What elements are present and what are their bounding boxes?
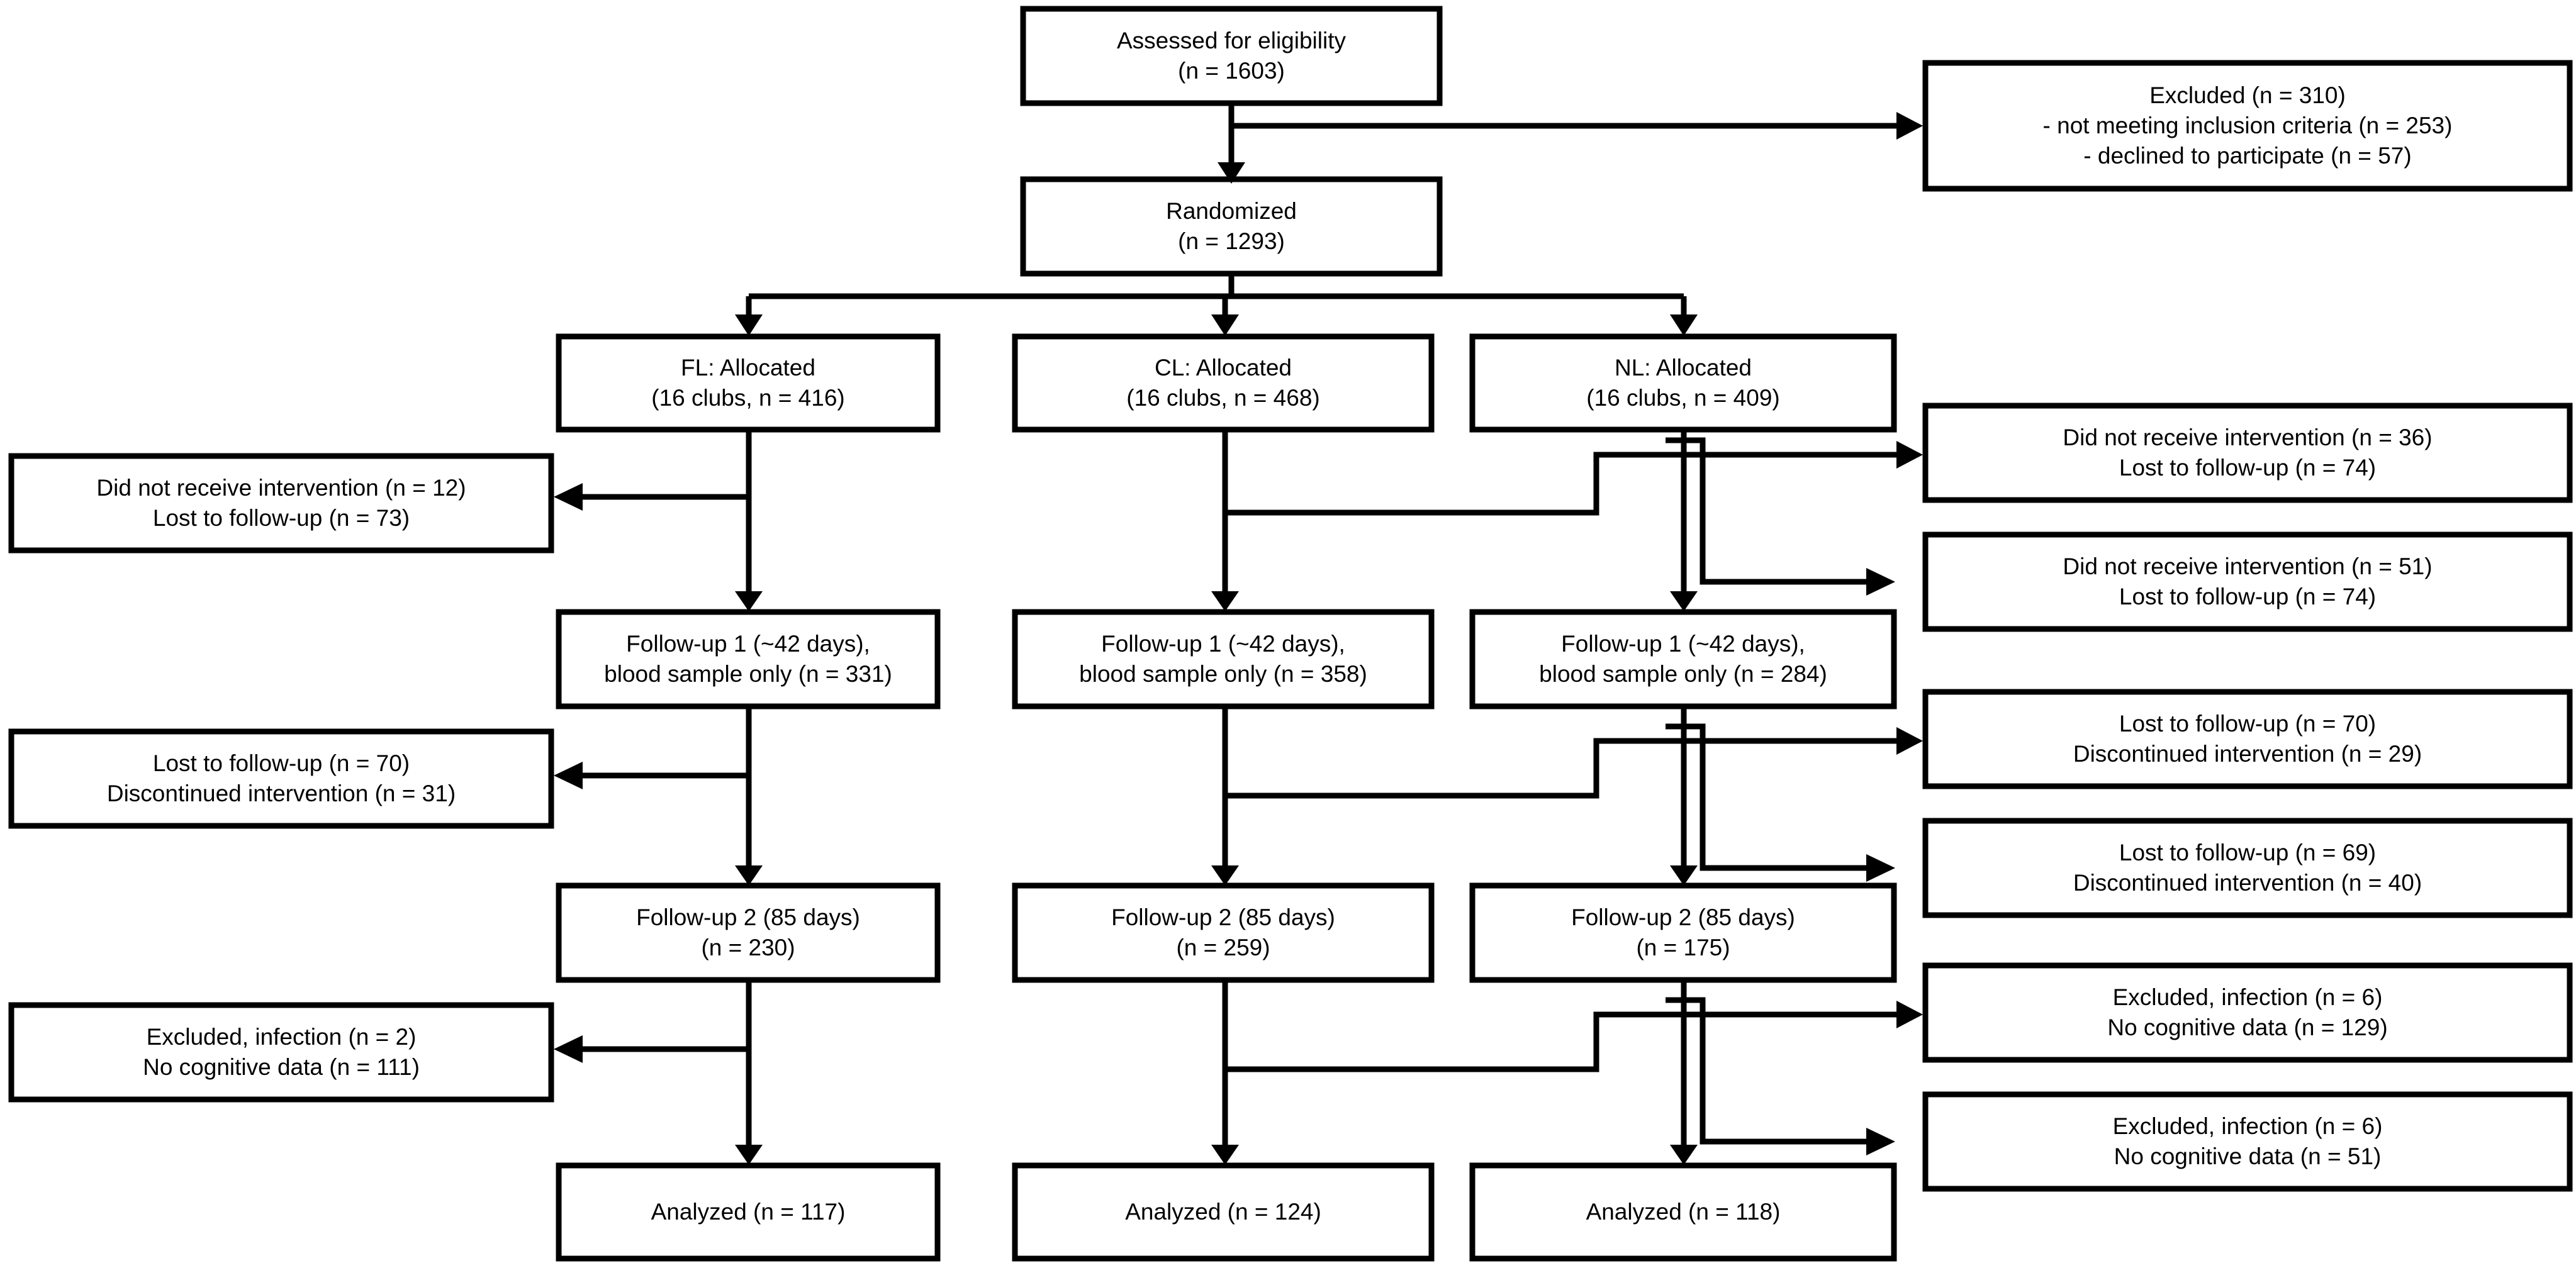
box-fu1-cl bbox=[1012, 609, 1435, 709]
arrowhead-analyzed-nl bbox=[1670, 1145, 1698, 1165]
arrowhead-drop1-nl bbox=[1866, 568, 1895, 596]
arrowhead-drop2-cl bbox=[1896, 727, 1923, 755]
box-drop2-nl bbox=[1922, 818, 2573, 918]
connector-nl-to-drop1-nl bbox=[1684, 437, 1867, 585]
box-drop2-cl bbox=[1922, 689, 2573, 789]
box-drop3-fl bbox=[8, 1002, 554, 1103]
arrowhead-analyzed-cl bbox=[1211, 1145, 1239, 1165]
arrowhead-drop3-nl bbox=[1866, 1128, 1895, 1155]
connector-fu1-cl-to-drop2-cl bbox=[1225, 738, 1897, 799]
box-drop1-nl bbox=[1922, 531, 2573, 632]
arrowhead-assessed-to-randomized bbox=[1218, 162, 1245, 184]
arrowhead-fu2-cl bbox=[1211, 865, 1239, 886]
connector-fu2-cl-to-drop3-cl bbox=[1225, 1011, 1897, 1072]
arrowhead-fu1-nl bbox=[1670, 591, 1698, 611]
box-alloc-nl bbox=[1469, 333, 1897, 433]
arrowhead-drop2-nl bbox=[1866, 854, 1895, 882]
box-fu2-fl bbox=[556, 882, 941, 983]
connector-cl-to-drop1-cl bbox=[1225, 452, 1897, 516]
arrowhead-fu1-fl bbox=[735, 591, 763, 611]
box-fu1-nl bbox=[1469, 609, 1897, 709]
arrowhead-fu2-nl bbox=[1670, 865, 1698, 886]
arrowhead-drop1-cl bbox=[1896, 441, 1923, 469]
connector-fu1-nl-to-drop2-nl bbox=[1684, 723, 1867, 871]
arrowhead-assessed-to-excluded bbox=[1896, 112, 1923, 140]
box-alloc-cl bbox=[1012, 333, 1435, 433]
arrowhead-split-nl bbox=[1670, 314, 1698, 336]
arrowhead-drop1-fl bbox=[554, 483, 583, 511]
box-drop2-fl bbox=[8, 728, 554, 829]
box-fu2-nl bbox=[1469, 882, 1897, 983]
box-randomized bbox=[1020, 176, 1443, 277]
box-assessed bbox=[1020, 6, 1443, 106]
box-drop1-fl bbox=[8, 453, 554, 553]
arrowhead-split-cl bbox=[1211, 314, 1239, 336]
arrowhead-drop3-cl bbox=[1896, 1001, 1923, 1028]
arrowhead-fu1-cl bbox=[1211, 591, 1239, 611]
box-alloc-fl bbox=[556, 333, 941, 433]
box-analyzed-nl bbox=[1469, 1162, 1897, 1262]
arrowhead-fu2-fl bbox=[735, 865, 763, 886]
arrowhead-drop3-fl bbox=[554, 1035, 583, 1063]
box-fu2-cl bbox=[1012, 882, 1435, 983]
box-excluded bbox=[1922, 60, 2573, 192]
box-analyzed-cl bbox=[1012, 1162, 1435, 1262]
box-drop3-nl bbox=[1922, 1091, 2573, 1192]
box-drop3-cl bbox=[1922, 962, 2573, 1063]
arrowhead-drop2-fl bbox=[554, 762, 583, 789]
box-fu1-fl bbox=[556, 609, 941, 709]
arrowhead-analyzed-fl bbox=[735, 1145, 763, 1165]
box-drop1-cl bbox=[1922, 403, 2573, 503]
box-analyzed-fl bbox=[556, 1162, 941, 1262]
arrowhead-split-fl bbox=[735, 314, 763, 336]
connector-fu2-nl-to-drop3-nl bbox=[1684, 997, 1867, 1145]
